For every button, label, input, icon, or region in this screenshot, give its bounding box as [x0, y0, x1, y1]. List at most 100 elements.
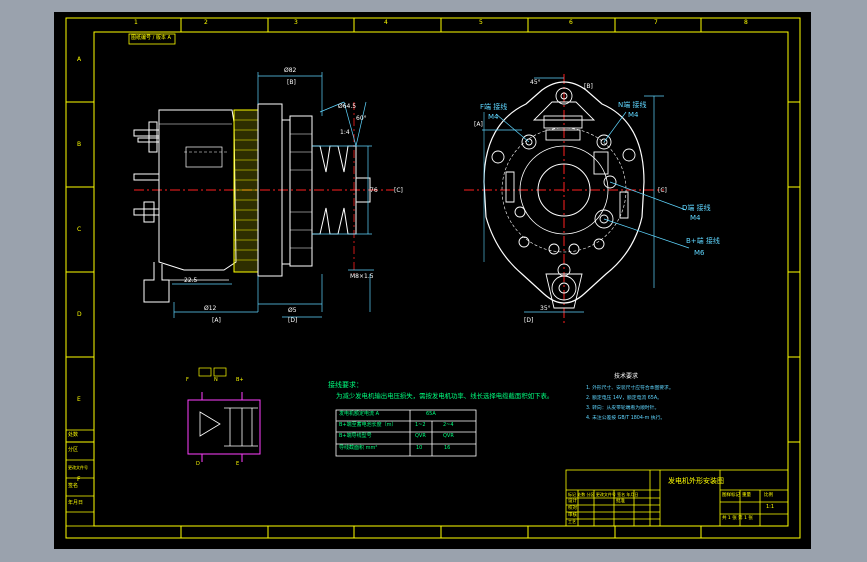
dim-right-small: M8×1.5	[350, 273, 374, 280]
dim-vertical: 76	[370, 187, 378, 194]
table-r2-c3: QVR	[443, 433, 454, 439]
front-ref-a: [A]	[474, 121, 483, 128]
schematic-diagram	[187, 392, 261, 462]
front-view	[464, 74, 690, 324]
notes-heading: 接线要求：	[328, 381, 363, 389]
grid-col-1: 1	[134, 19, 138, 26]
title-row-2: 校对	[568, 506, 577, 511]
dim-groove-angle: 60°	[356, 115, 367, 122]
cable-table	[335, 409, 477, 457]
title-row-5: 批准	[616, 499, 625, 504]
title-meta-1: 图样标记	[722, 493, 740, 498]
title-block-lines	[565, 469, 789, 527]
grid-col-4: 4	[384, 19, 388, 26]
table-r3-c3: 16	[444, 445, 451, 451]
table-r1-c1: B+端至蓄电池长度（m）	[339, 422, 397, 428]
grid-col-7: 7	[654, 19, 658, 26]
tech-item-4: 4. 未注公差按 GB/T 1804-m 执行。	[586, 416, 666, 421]
outer-border	[65, 17, 801, 539]
left-table-5: 年月日	[68, 500, 84, 506]
code-box	[128, 33, 176, 45]
title-meta-3: 比例	[764, 493, 773, 498]
ref-d-side: [D]	[288, 317, 298, 324]
sch-label-e: E	[236, 461, 240, 467]
sch-label-f: F	[186, 377, 189, 383]
ref-a-side: [A]	[212, 317, 221, 324]
tech-item-2: 2. 额定电压 14V，额定电流 65A。	[586, 396, 662, 401]
table-r2-c2: QVR	[415, 433, 426, 439]
title-meta-2: 重量	[742, 493, 751, 498]
title-row-header: 标记 处数 分区 更改文件号 签名 年月日	[568, 492, 639, 497]
drawing-code: 图纸编号 / 版本 A	[131, 35, 171, 41]
grid-col-5: 5	[479, 19, 483, 26]
front-ref-c: [C]	[658, 187, 667, 194]
dim-ratio: 1:4	[340, 129, 350, 136]
housing	[158, 109, 237, 271]
table-r3-c1: 导线截面积 mm²	[339, 445, 378, 451]
front-cover	[257, 103, 283, 277]
side-view	[133, 72, 394, 318]
tech-item-3: 3. 转向：从皮带轮端看为顺时针。	[586, 406, 660, 411]
sch-label-n: N	[214, 377, 218, 383]
grid-row-f: F	[77, 476, 81, 483]
label-f-size: M4	[488, 113, 499, 121]
grid-row-c: C	[77, 226, 82, 233]
front-top-angle: 45°	[530, 79, 541, 86]
sch-label-b: B+	[236, 377, 244, 383]
title-row-3: 审核	[568, 513, 577, 518]
zone-ticks	[66, 18, 800, 538]
left-table-3: 更改文件号	[68, 465, 88, 470]
label-n-terminal: N端 接线	[618, 101, 647, 109]
grid-col-6: 6	[569, 19, 573, 26]
grid-row-a: A	[77, 56, 82, 63]
table-header-2: 65A	[426, 411, 436, 417]
title-row-4: 工艺	[568, 519, 576, 524]
front-ref-d: [D]	[524, 317, 534, 324]
inner-border	[93, 31, 789, 527]
left-table-2: 分区	[68, 447, 79, 453]
sch-label-d: D	[196, 461, 200, 467]
drawing-canvas	[65, 17, 801, 539]
bearing-boss	[537, 163, 591, 217]
label-d-terminal: D端 接线	[682, 204, 711, 212]
table-r2-c1: B+端导线型号	[339, 433, 372, 439]
grid-col-2: 2	[204, 19, 208, 26]
label-b-terminal: B+端 接线	[686, 237, 720, 245]
fan	[289, 115, 313, 267]
ref-b-top: [B]	[287, 79, 296, 86]
table-header-1: 发电机额定电流 A	[339, 411, 380, 417]
ref-c: [C]	[394, 187, 403, 194]
tech-item-1: 1. 外形尺寸、安装尺寸应符合本图要求。	[586, 386, 674, 391]
left-table-4: 签名	[68, 483, 79, 489]
dim-pulley: Ø64.5	[338, 103, 357, 110]
title-block-title: 发电机外形安装图	[668, 477, 724, 485]
title-sheet: 共 1 张 第 1 张	[722, 516, 753, 521]
grid-col-8: 8	[744, 19, 748, 26]
dim-bottom-left: Ø12	[204, 305, 217, 312]
dim-bottom-right: Ø5	[288, 307, 297, 314]
grid-row-d: D	[77, 311, 82, 318]
dim-top-width: Ø82	[284, 67, 297, 74]
label-f-terminal: F端 接线	[480, 103, 508, 111]
front-bottom-angle: 35°	[540, 305, 551, 312]
drawing-frame: 1 2 3 4 5 6 7 8 A B C D E F 图纸编号 / 版本 A …	[54, 12, 811, 549]
title-row-1: 设计	[568, 499, 577, 504]
mounting-foot	[143, 262, 170, 303]
grid-row-b: B	[77, 141, 82, 148]
table-r1-c3: 2~4	[443, 422, 454, 428]
stator-core	[233, 109, 259, 273]
front-ref-b: [B]	[584, 83, 593, 90]
grid-row-e: E	[77, 396, 81, 403]
dim-left: 22.5	[184, 277, 198, 284]
label-b-size: M6	[694, 249, 705, 257]
table-r1-c2: 1~2	[415, 422, 426, 428]
left-table-1: 处数	[68, 432, 79, 438]
tech-title: 技术要求	[614, 373, 639, 380]
grid-col-3: 3	[294, 19, 298, 26]
notes-line1: 为减少发电机输出电压损失，需按发电机功率、线长选择电缆截面积如下表。	[336, 392, 554, 400]
title-scale: 1:1	[766, 504, 775, 510]
table-r3-c2: 10	[416, 445, 423, 451]
label-d-size: M4	[690, 214, 701, 222]
left-revision-table	[65, 429, 95, 527]
label-n-size: M4	[628, 111, 639, 119]
